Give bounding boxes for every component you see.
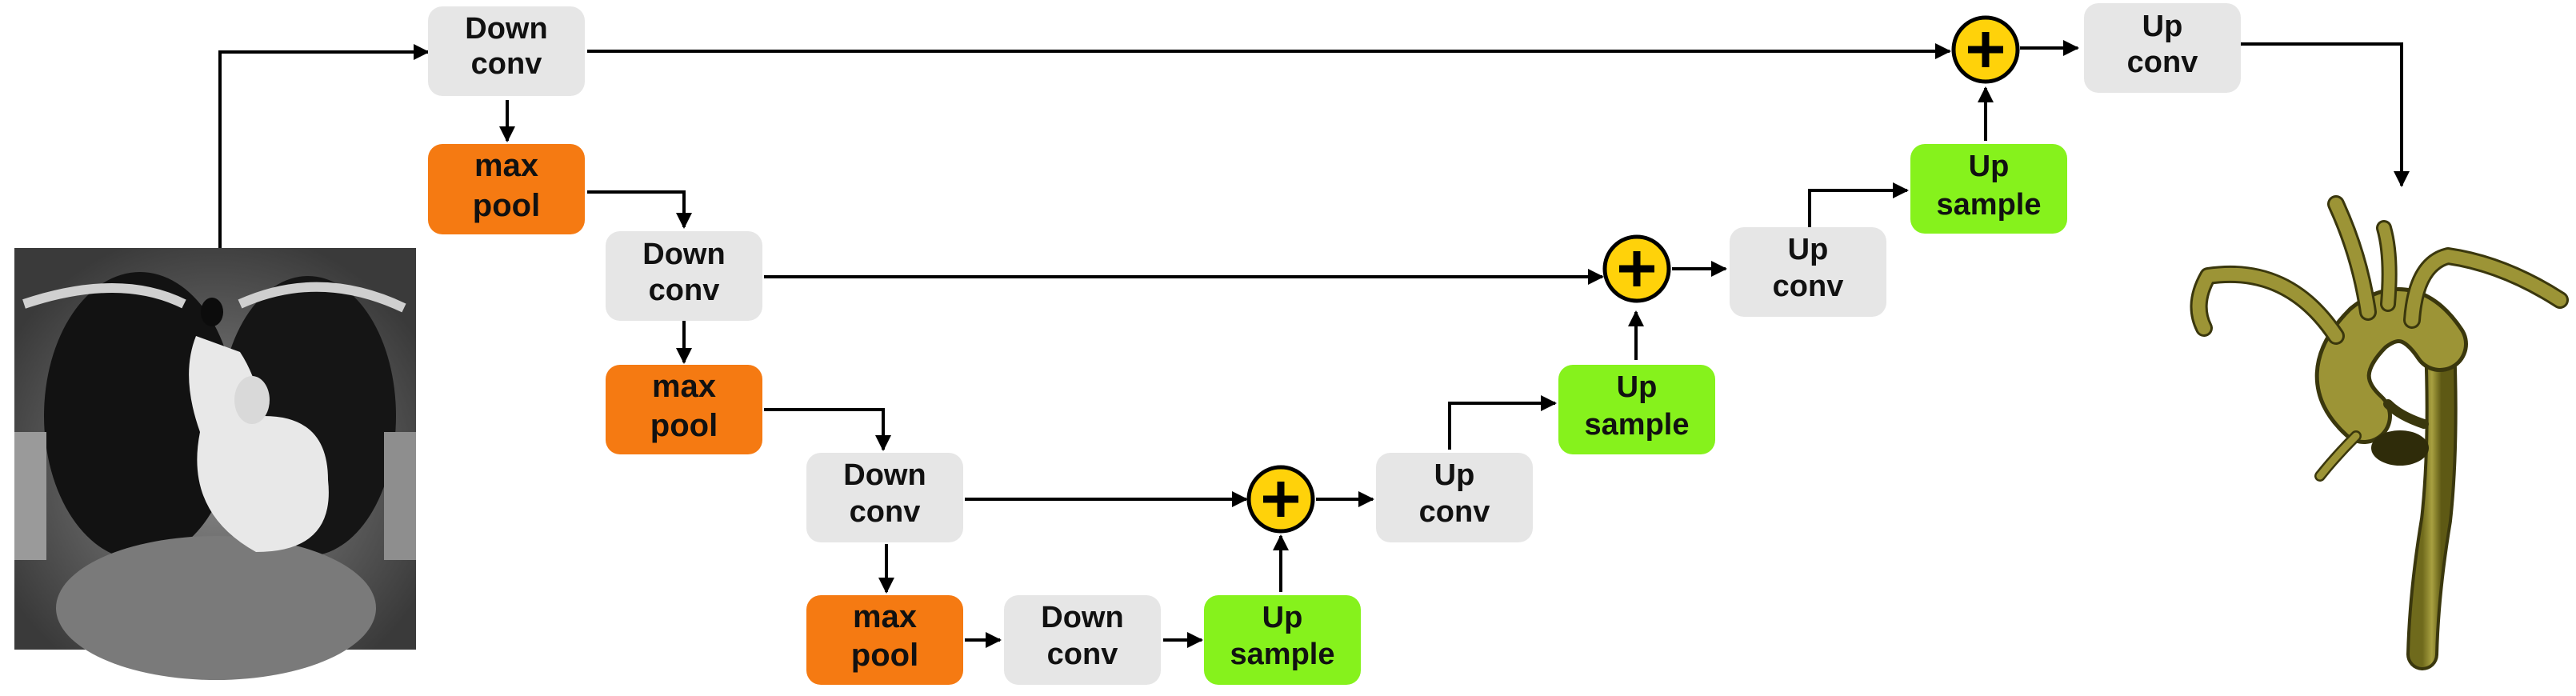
- block-label-line1: Down: [843, 458, 926, 492]
- block-label-line1: Up: [1262, 601, 1303, 634]
- block-label-line2: pool: [851, 638, 918, 673]
- plus-circle-icon: [1246, 465, 1315, 534]
- block-label-line1: max: [652, 369, 716, 404]
- block-label-line2: conv: [1773, 270, 1844, 303]
- block-label-line2: conv: [2127, 46, 2198, 79]
- block-label-line1: Down: [465, 12, 547, 46]
- max-pool-block-3: max pool: [806, 595, 963, 685]
- block-label-line2: conv: [850, 495, 921, 529]
- plus-circle-icon: [1951, 15, 2020, 84]
- block-label-line2: pool: [473, 188, 540, 223]
- block-label-line1: max: [474, 148, 538, 183]
- max-pool-block-1: max pool: [428, 144, 585, 234]
- down-conv-block-4: Down conv: [1004, 595, 1161, 685]
- output-aorta-model: [2190, 195, 2569, 670]
- up-conv-block-2: Up conv: [1730, 227, 1886, 317]
- block-label-line2: sample: [1230, 638, 1335, 671]
- input-mri-image: [14, 248, 416, 680]
- block-label-line1: Down: [642, 238, 725, 271]
- up-sample-block-2: Up sample: [1558, 365, 1715, 454]
- block-label-line1: Down: [1041, 601, 1123, 634]
- down-conv-block-3: Down conv: [806, 453, 963, 542]
- up-conv-block-1: Up conv: [1376, 453, 1533, 542]
- block-label-line2: sample: [1937, 188, 2042, 222]
- down-conv-block-1: Down conv: [428, 6, 585, 96]
- down-conv-block-2: Down conv: [606, 231, 762, 321]
- block-label-line2: sample: [1585, 408, 1690, 442]
- block-label-line2: conv: [471, 47, 542, 81]
- block-label-line1: Up: [2142, 10, 2183, 43]
- block-label-line1: max: [853, 599, 917, 634]
- up-sample-block-1: Up sample: [1204, 595, 1361, 685]
- plus-circle-icon: [1602, 234, 1671, 303]
- block-label-line1: Up: [1969, 150, 2010, 183]
- block-label-line2: conv: [1419, 495, 1490, 529]
- connectors: [218, 40, 2410, 648]
- block-label-line1: Up: [1434, 458, 1475, 492]
- block-label-line2: conv: [1047, 638, 1118, 671]
- max-pool-block-2: max pool: [606, 365, 762, 454]
- up-conv-block-3: Up conv: [2084, 3, 2241, 93]
- up-sample-block-3: Up sample: [1910, 144, 2067, 234]
- block-label-line1: Up: [1788, 233, 1829, 266]
- block-label-line1: Up: [1617, 370, 1658, 404]
- block-label-line2: pool: [650, 408, 718, 443]
- block-label-line2: conv: [649, 274, 720, 307]
